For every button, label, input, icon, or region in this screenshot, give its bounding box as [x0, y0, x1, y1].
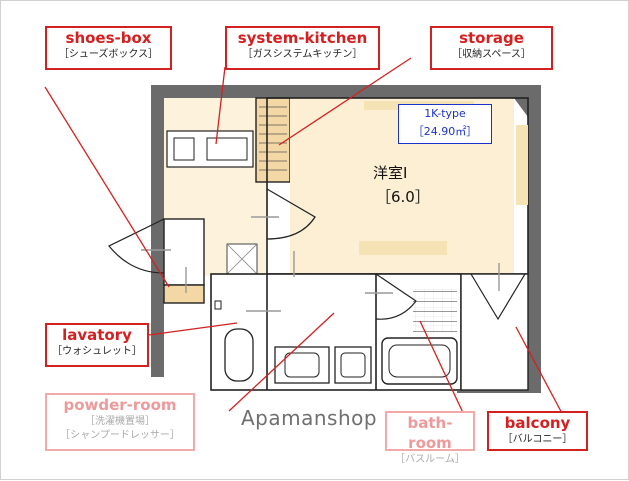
closet-left: [163, 218, 205, 286]
toilet: [224, 328, 254, 382]
unit-type: 1K-type: [424, 107, 466, 120]
stairs: [413, 289, 457, 333]
label-lavatory-jp: ［ウォシュレット］: [52, 346, 142, 357]
label-powder-room-en: powder-room: [63, 396, 177, 414]
kitchen-shelf: [255, 97, 291, 183]
label-balcony: balcony ［バルコニー］: [487, 411, 588, 451]
label-lavatory: lavatory ［ウォシュレット］: [45, 323, 149, 367]
unit-area: ［24.90㎡］: [412, 125, 478, 138]
label-shoes-box-en: shoes-box: [65, 29, 152, 47]
label-storage-jp: ［収納スペース］: [452, 49, 531, 60]
watermark: Apamanshop: [241, 406, 378, 430]
label-powder-room: powder-room ［洗濯機置場］ ［シャンプードレッサー］: [45, 393, 195, 451]
stove: [206, 137, 248, 161]
label-system-kitchen-jp: ［ガスシステムキッチン］: [242, 49, 363, 60]
label-powder-room-jp2: ［シャンプードレッサー］: [60, 430, 180, 441]
label-system-kitchen: system-kitchen ［ガスシステムキッチン］: [225, 26, 380, 70]
label-shoes-box: shoes-box ［シューズボックス］: [45, 26, 172, 70]
label-balcony-en: balcony: [504, 414, 571, 432]
label-storage-en: storage: [459, 29, 524, 47]
laundry-pan: [334, 346, 372, 384]
room-size: ［6.0］: [376, 188, 430, 206]
label-system-kitchen-en: system-kitchen: [237, 29, 368, 47]
callout-lines: [44, 57, 565, 418]
unit-type-box: 1K-type ［24.90㎡］: [398, 104, 492, 144]
balcony-area: [460, 273, 529, 391]
door-swings: [108, 188, 526, 321]
label-shoes-box-jp: ［シューズボックス］: [58, 49, 159, 60]
label-storage: storage ［収納スペース］: [430, 26, 553, 70]
label-balcony-jp: ［バルコニー］: [502, 434, 573, 445]
label-powder-room-jp1: ［洗濯機置場］: [85, 416, 155, 427]
sink: [173, 137, 195, 161]
label-lavatory-en: lavatory: [62, 326, 132, 344]
bathtub: [381, 337, 458, 385]
label-bath-room-jp: ［バスルーム］: [395, 454, 465, 465]
shoes-box-shelf: [163, 284, 205, 304]
label-bath-room-en: bath-room: [407, 414, 453, 452]
label-bath-room: bath-room ［バスルーム］: [385, 411, 475, 465]
room-name: 洋室Ⅰ: [373, 164, 408, 182]
